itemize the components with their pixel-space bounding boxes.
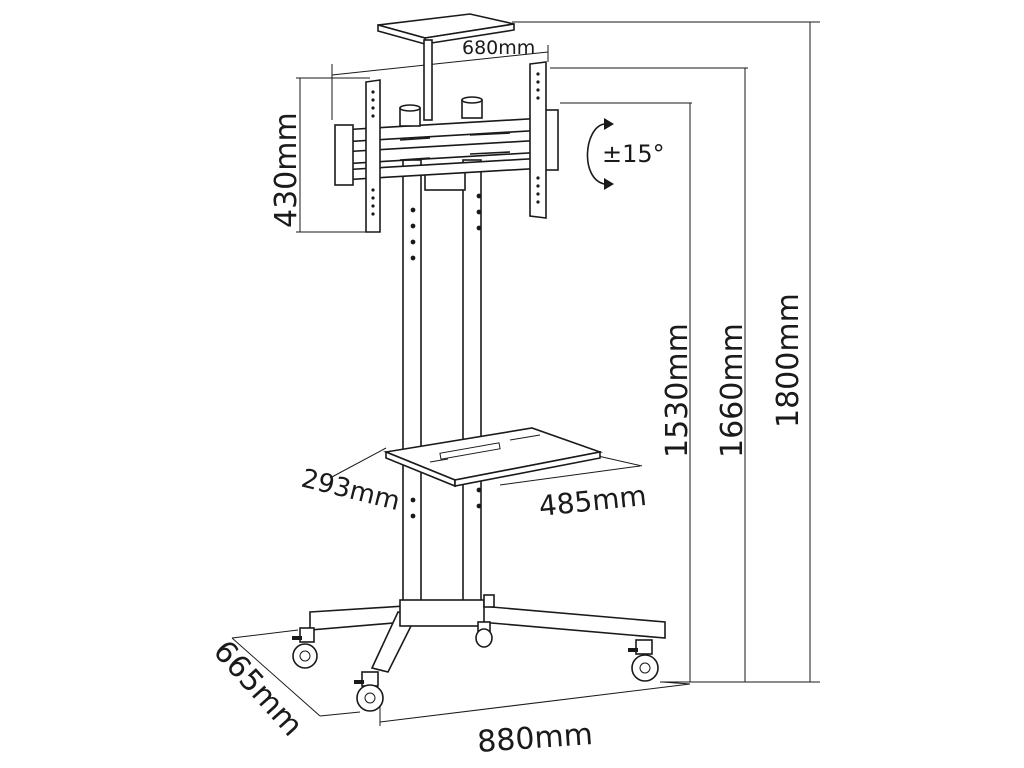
upright-columns bbox=[402, 159, 482, 616]
label-base-width: 880mm bbox=[476, 717, 594, 760]
label-shelf-width: 485mm bbox=[537, 479, 648, 523]
label-tilt: ±15° bbox=[602, 140, 665, 168]
tv-mounting-bracket bbox=[334, 61, 559, 233]
label-top-width: 680mm bbox=[462, 37, 535, 59]
label-height-1660: 1660mm bbox=[715, 323, 750, 458]
label-mount-height: 430mm bbox=[269, 112, 304, 228]
caster-wheel bbox=[354, 671, 384, 712]
middle-shelf bbox=[383, 427, 604, 488]
dimension-lines bbox=[231, 21, 820, 726]
label-shelf-depth: 293mm bbox=[298, 464, 403, 517]
caster-wheel bbox=[292, 627, 318, 669]
rolling-base bbox=[292, 594, 666, 712]
tilt-rotation-icon bbox=[586, 118, 614, 190]
label-height-1530: 1530mm bbox=[660, 323, 695, 458]
label-height-1800: 1800mm bbox=[771, 293, 806, 428]
caster-wheel bbox=[475, 621, 493, 648]
caster-wheel bbox=[628, 639, 659, 682]
top-camera-shelf bbox=[377, 13, 515, 191]
